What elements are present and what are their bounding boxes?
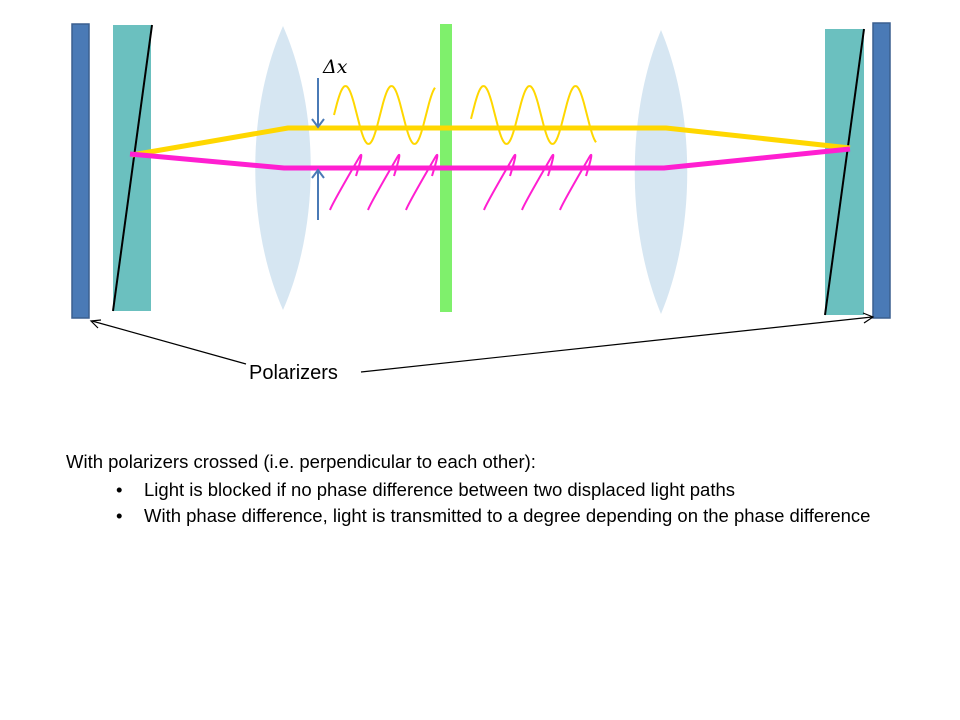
displacement-arrows [311,78,325,220]
optical-diagram [71,22,891,373]
left-polarizer [71,23,90,319]
polarizers-label: Polarizers [249,362,338,384]
yellow-polarization-wave [333,85,597,145]
notes-list: Light is blocked if no phase difference … [66,477,936,529]
right-lens [634,30,688,314]
right-prism-interface [824,28,865,316]
left-prism-interface [112,24,153,312]
displacement-label: Δx [323,56,348,78]
right-polarizer [872,22,891,319]
yellow-beam [131,125,851,158]
notes-heading: With polarizers crossed (i.e. perpendicu… [66,451,536,472]
magenta-beam [129,146,851,171]
note-bullet: With phase difference, light is transmit… [66,503,936,529]
magenta-polarization-wave [329,154,593,211]
note-bullet: Light is blocked if no phase difference … [66,477,936,503]
notes-text: With polarizers crossed (i.e. perpendicu… [66,449,936,529]
polarizer-pointers [89,312,875,373]
